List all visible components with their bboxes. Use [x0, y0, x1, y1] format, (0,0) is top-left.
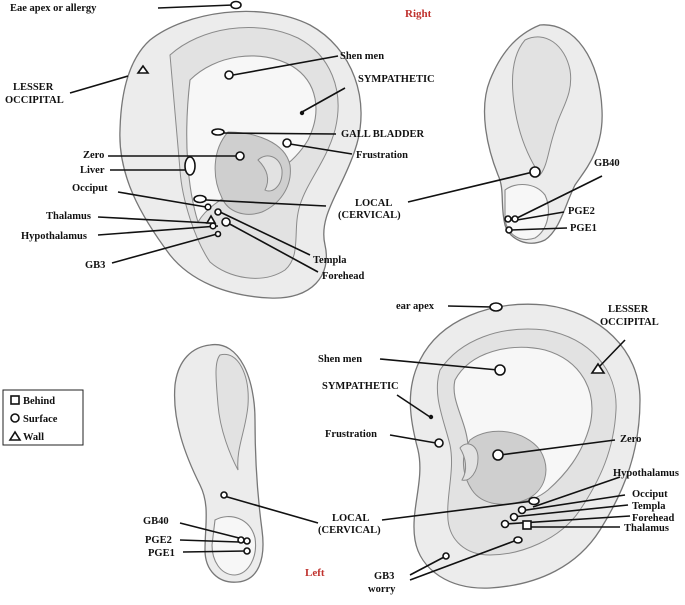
label-forehead-left: Forehead	[632, 513, 675, 524]
left-hypothalamus-point	[528, 496, 540, 506]
label-gb40-left-back: GB40	[143, 516, 169, 527]
label-occiput-left: Occiput	[632, 489, 668, 500]
left-front-tragus	[459, 443, 479, 481]
right-back-gb40-point	[529, 166, 541, 178]
right-templa-point	[214, 208, 222, 216]
label-lesser-occipital-left-2: OCCIPITAL	[600, 317, 659, 328]
right-front-tragus	[257, 155, 283, 192]
label-lesser-occipital-right-2: OCCIPITAL	[5, 95, 64, 106]
label-templa-right: Templa	[313, 255, 347, 266]
left-back-helix-rim	[215, 353, 249, 471]
label-eae-apex: Eae apex or allergy	[10, 3, 97, 14]
label-sympathetic-right: SYMPATHETIC	[358, 74, 435, 85]
label-local-right-2: (CERVICAL)	[338, 210, 401, 221]
label-lesser-occipital-left-1: LESSER	[608, 304, 649, 315]
label-frustration-right: Frustration	[356, 150, 408, 161]
right-frustration-point	[282, 138, 292, 148]
legend-behind-label: Behind	[23, 396, 55, 407]
right-back-lobe	[504, 184, 549, 240]
right-lesser-occipital-point	[136, 64, 150, 74]
legend-square-icon	[10, 395, 20, 405]
label-templa-left: Templa	[632, 501, 666, 512]
right-back-helix-rim	[511, 36, 572, 176]
label-gb3-right: GB3	[85, 260, 105, 271]
right-sympathetic-point	[299, 110, 305, 116]
right-ear-back	[483, 24, 603, 244]
label-zero-right: Zero	[83, 150, 104, 161]
label-liver: Liver	[80, 165, 105, 176]
left-zero-point	[492, 449, 504, 461]
right-ear-front	[119, 10, 362, 299]
right-occiput-point	[204, 203, 212, 211]
legend: Behind Surface Wall	[2, 389, 84, 446]
left-back-pge1-point	[243, 547, 251, 555]
label-ear-apex-left: ear apex	[396, 301, 435, 312]
label-local-left-1: LOCAL	[332, 513, 369, 524]
right-back-pge1-point	[505, 226, 513, 234]
left-thalamus-point	[522, 520, 532, 530]
right-gall-bladder-point	[211, 128, 225, 136]
point-markers	[136, 0, 606, 560]
right-zero-point	[235, 151, 245, 161]
label-gb3-left: GB3	[374, 571, 394, 582]
leader-lines	[69, 4, 631, 581]
left-forehead-point	[500, 519, 510, 529]
left-ear-front	[409, 303, 641, 589]
legend-surface-label: Surface	[23, 414, 58, 425]
legend-wall-label: Wall	[23, 432, 44, 443]
right-gb3-point	[214, 230, 222, 238]
right-thalamus-point	[205, 214, 217, 224]
right-local-cervical-point	[193, 194, 207, 204]
label-sympathetic-left: SYMPATHETIC	[322, 381, 399, 392]
label-gb40-right-back: GB40	[594, 158, 620, 169]
label-frustration-left: Frustration	[325, 429, 377, 440]
label-pge1-left-back: PGE1	[148, 548, 175, 559]
right-front-concha	[214, 131, 291, 215]
right-ear-apex-point	[230, 0, 242, 10]
label-hypothalamus-left: Hypothalamus	[613, 468, 679, 479]
left-back-gb40-point	[237, 536, 245, 544]
left-lesser-occipital-point	[590, 362, 606, 374]
right-liver-point	[184, 156, 196, 176]
left-sympathetic-point	[428, 414, 434, 420]
label-gall-bladder: GALL BLADDER	[341, 129, 425, 140]
left-templa-point	[509, 512, 519, 522]
label-hypothalamus-right: Hypothalamus	[21, 231, 87, 242]
legend-triangle-icon	[8, 430, 22, 441]
label-thalamus-right: Thalamus	[46, 211, 91, 222]
right-hypothalamus-point	[209, 222, 217, 230]
right-back-pge2-point-a	[504, 215, 512, 223]
label-shen-men-right: Shen men	[340, 51, 384, 62]
left-frustration-point	[434, 438, 444, 448]
label-local-right-1: LOCAL	[355, 198, 392, 209]
right-side-label: Right	[405, 8, 432, 20]
label-forehead-right: Forehead	[322, 271, 365, 282]
label-local-left-2: (CERVICAL)	[318, 525, 381, 536]
left-shen-men-point	[494, 364, 506, 376]
left-worry-point	[513, 536, 523, 544]
label-pge1-right-back: PGE1	[570, 223, 597, 234]
left-back-local-cervical-point	[220, 491, 228, 499]
label-occiput-right: Occiput	[72, 183, 108, 194]
right-back-pge2-point-b	[511, 215, 519, 223]
label-lesser-occipital-right-1: LESSER	[13, 82, 54, 93]
label-worry: worry	[368, 584, 396, 595]
label-zero-left: Zero	[620, 434, 641, 445]
left-back-lobe	[211, 516, 257, 576]
right-shen-men-point	[224, 70, 234, 80]
legend-circle-icon	[10, 413, 20, 423]
left-back-pge2-point	[243, 537, 251, 545]
left-ear-apex-point	[489, 302, 503, 312]
right-forehead-point	[221, 217, 231, 227]
label-pge2-right-back: PGE2	[568, 206, 595, 217]
label-pge2-left-back: PGE2	[145, 535, 172, 546]
left-gb3-point	[442, 552, 450, 560]
label-thalamus-left: Thalamus	[624, 523, 669, 534]
label-shen-men-left: Shen men	[318, 354, 362, 365]
left-ear-back	[173, 344, 264, 583]
left-side-label: Left	[305, 567, 325, 579]
left-occiput-point	[517, 505, 527, 515]
